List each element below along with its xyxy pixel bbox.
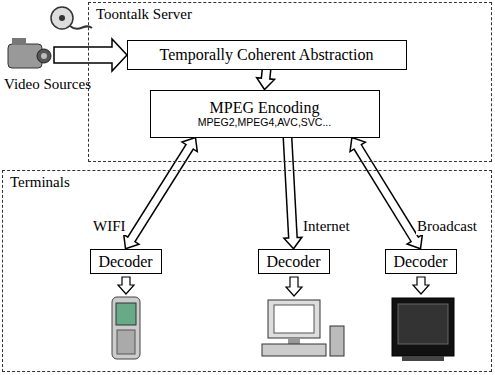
process-box: MPEG EncodingMPEG2,MPEG4,AVC,SVC... bbox=[150, 90, 380, 138]
process-box: Temporally Coherent Abstraction bbox=[127, 40, 407, 70]
camera-lens bbox=[37, 49, 51, 63]
arrow-shaft bbox=[357, 146, 415, 240]
terminals-region: TerminalsDecoder Decoder Decoder bbox=[2, 170, 492, 372]
arrow-shaft bbox=[131, 146, 190, 240]
hollow-arrow bbox=[124, 138, 198, 249]
region-heading: Terminals bbox=[10, 174, 70, 191]
small-arrow bbox=[413, 277, 429, 294]
channel-label: WIFI bbox=[92, 218, 127, 235]
region-heading: Toontalk Server bbox=[96, 6, 192, 23]
hollow-arrow bbox=[284, 137, 302, 249]
desktop-computer bbox=[262, 300, 344, 356]
tape-reel bbox=[51, 7, 92, 29]
channel-label: Broadcast bbox=[416, 218, 478, 235]
phone-screen bbox=[116, 303, 136, 325]
server-region: Toontalk ServerTemporally Coherent Abstr… bbox=[88, 2, 492, 162]
arrow-shaft bbox=[288, 138, 293, 239]
small-arrow bbox=[118, 277, 134, 294]
box-subtitle: MPEG2,MPEG4,AVC,SVC... bbox=[198, 117, 331, 129]
reel-hub bbox=[59, 15, 65, 21]
monitor-stand bbox=[288, 338, 300, 344]
tv-body bbox=[392, 298, 454, 356]
arrow-shaft bbox=[265, 70, 266, 80]
monitor-screen bbox=[274, 305, 314, 333]
video-camera bbox=[8, 38, 51, 68]
phone-keypad bbox=[117, 330, 135, 354]
monitor bbox=[268, 300, 320, 338]
arrow-inner bbox=[287, 137, 293, 240]
decoder-box: Decoder bbox=[385, 249, 457, 275]
hollow-arrow bbox=[257, 69, 275, 90]
tv-screen bbox=[398, 304, 448, 344]
lens-glass bbox=[41, 53, 47, 59]
decoder-box: Decoder bbox=[258, 249, 330, 275]
mobile-phone bbox=[112, 297, 140, 359]
reel bbox=[51, 7, 73, 29]
computer-tower bbox=[330, 326, 344, 356]
channel-label: Internet bbox=[302, 218, 351, 235]
source-label: Video Sources bbox=[4, 76, 91, 93]
output-arrows bbox=[118, 277, 429, 296]
phone-body bbox=[112, 297, 140, 359]
box-title: Decoder bbox=[98, 253, 152, 271]
input-arrow bbox=[54, 39, 127, 71]
viewfinder bbox=[12, 38, 26, 45]
computer-base bbox=[262, 344, 326, 356]
tv-stand bbox=[402, 356, 444, 361]
arrow-inner bbox=[265, 69, 266, 81]
television bbox=[392, 298, 454, 361]
arrow-inner bbox=[130, 145, 190, 241]
box-title: MPEG Encoding bbox=[210, 99, 320, 117]
box-title: Temporally Coherent Abstraction bbox=[160, 46, 374, 64]
box-title: Decoder bbox=[393, 253, 447, 271]
arrow-inner bbox=[357, 145, 416, 241]
box-title: Decoder bbox=[266, 253, 320, 271]
small-arrow bbox=[286, 277, 302, 296]
hollow-arrow bbox=[350, 138, 422, 249]
decoder-box: Decoder bbox=[90, 249, 162, 275]
